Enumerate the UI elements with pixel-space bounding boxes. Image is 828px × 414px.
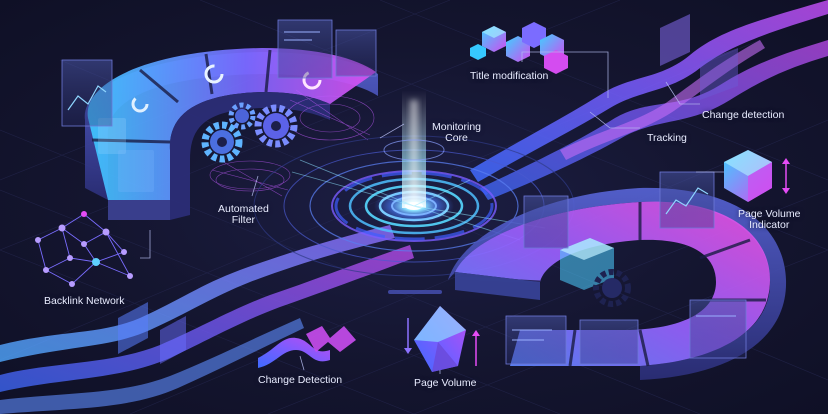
label-page-volume-indicator: Page Volume Indicator (738, 208, 801, 231)
dashboard-panel-icon (659, 171, 715, 229)
progress-ring-icon (204, 64, 224, 84)
crystal-icon (404, 306, 480, 372)
callout-lines (140, 51, 724, 374)
ribbon-panel (118, 302, 148, 354)
floating-bar (388, 290, 442, 294)
label-tracking: Tracking (647, 132, 687, 144)
hexagon-crystal-icon (724, 150, 790, 202)
ribbon-bottom-left-1 (0, 225, 395, 362)
progress-ring-icon (302, 70, 322, 90)
gear-icon (228, 102, 256, 130)
label-title-modification: Title modification (470, 70, 549, 82)
ribbon-panel (660, 14, 690, 66)
ribbon-top-right-3 (560, 40, 765, 160)
dashboard-panel-icon (689, 299, 747, 359)
dashboard-panel-icon (523, 195, 569, 249)
wave-ribbon-icon (258, 326, 356, 368)
dashboard-panel-icon (277, 19, 333, 79)
ribbon-top-right-1 (470, 0, 828, 182)
label-change-detection-top: Change detection (702, 109, 785, 121)
network-nodes (35, 211, 133, 287)
core-halo-ring (383, 139, 445, 161)
label-change-detection-bottom: Change Detection (258, 374, 343, 386)
progress-ring-icon (131, 95, 149, 113)
label-monitoring-core: Monitoring Core (432, 121, 482, 144)
ribbon-bottom-left-3 (0, 318, 304, 414)
right-segmented-ring (448, 171, 787, 380)
ribbon-bottom-left-2 (0, 245, 414, 392)
dashboard-panel-icon (335, 29, 377, 77)
gear-icon (254, 104, 298, 148)
cube-cluster-icon (470, 22, 568, 74)
label-backlink-network: Backlink Network (44, 295, 125, 307)
dashboard-panel-icon (61, 59, 113, 127)
dashboard-panel-icon (579, 319, 639, 365)
gear-icon (593, 269, 631, 307)
label-page-volume: Page Volume (414, 377, 477, 389)
network-node-icon (37, 213, 132, 285)
ribbon-panel (160, 316, 186, 364)
label-automated-filter: Automated Filter (218, 203, 269, 226)
gear-icon (201, 121, 243, 163)
left-segmented-ring (61, 19, 378, 220)
ribbon-panel (700, 48, 738, 100)
